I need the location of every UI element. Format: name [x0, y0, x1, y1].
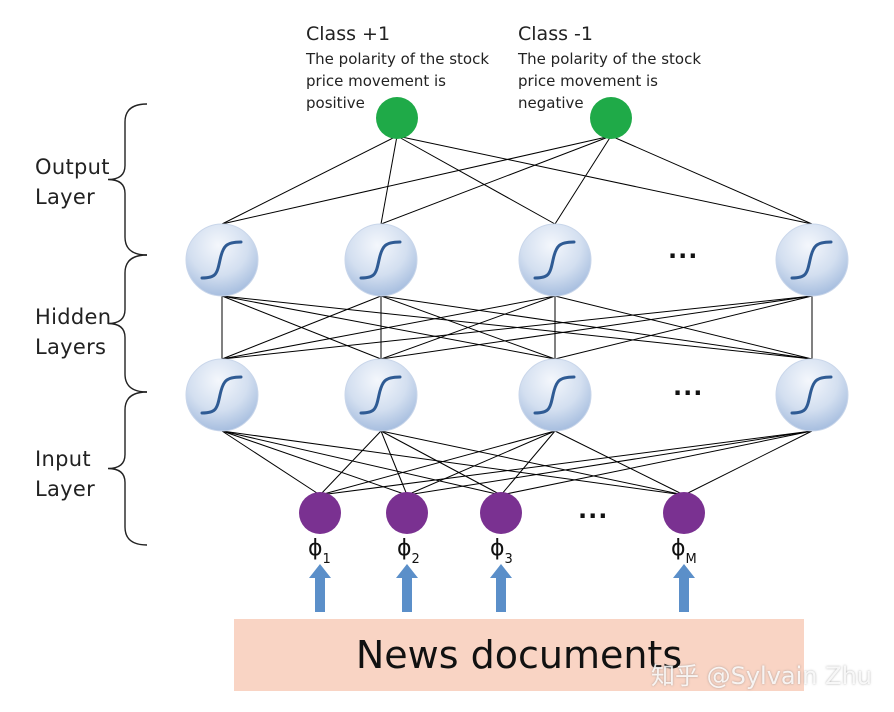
up-arrow-icon-2: [396, 564, 418, 612]
news-documents-box: News documents: [234, 619, 804, 691]
hidden1-node-2-sigmoid-icon: [359, 240, 402, 280]
up-arrow-icon-1: [309, 564, 331, 612]
edge-output1-hidden1-3: [396, 135, 556, 225]
input-node-1: [299, 492, 341, 534]
input-node-2: [386, 492, 428, 534]
hidden-layers-label: Hidden Layers: [35, 305, 112, 359]
hidden2-node-1: [185, 358, 259, 432]
edge-hidden1-4-hidden2-2: [380, 295, 813, 360]
edge-hidden2-2-input-4: [380, 430, 685, 496]
output-layer-brace: [107, 103, 148, 256]
edge-output1-hidden1-2: [380, 135, 398, 225]
edge-hidden2-1-input-1: [221, 430, 321, 496]
hidden1-node-1: [185, 223, 259, 297]
edge-hidden2-4-input-4: [683, 430, 813, 496]
up-arrow-icon-4: [673, 564, 695, 612]
feature-label-m: ϕM: [671, 536, 697, 568]
edge-output1-hidden1-4: [396, 135, 813, 225]
news-documents-label: News documents: [355, 633, 683, 677]
input-node-3: [480, 492, 522, 534]
watermark: 知乎 @Sylvain Zhu: [650, 662, 872, 690]
edge-hidden2-1-input-4: [221, 430, 685, 496]
edge-hidden2-2-input-3: [380, 430, 502, 496]
edge-hidden1-4-hidden2-1: [221, 295, 813, 360]
hidden-layer-2-ellipsis: ...: [673, 373, 704, 401]
edge-output2-hidden1-4: [610, 135, 813, 225]
edge-hidden2-3-input-3: [500, 430, 556, 496]
hidden-layers-brace: [107, 254, 148, 393]
edge-output2-hidden1-1: [221, 135, 612, 225]
input-node-4: [663, 492, 705, 534]
network-edges: [221, 135, 813, 496]
hidden2-node-2-sigmoid-icon: [359, 375, 402, 415]
input-arrows: [309, 564, 695, 612]
hidden1-node-4: [775, 223, 849, 297]
feature-label-1: ϕ1: [308, 536, 331, 568]
edge-hidden2-1-input-2: [221, 430, 408, 496]
edge-output2-hidden1-2: [380, 135, 612, 225]
network-nodes: [185, 97, 849, 534]
edge-hidden2-3-input-2: [406, 430, 556, 496]
edge-hidden2-4-input-1: [319, 430, 813, 496]
class-negative-description: The polarity of the stock price movement…: [518, 50, 702, 112]
edge-hidden1-2-hidden2-1: [221, 295, 382, 360]
edge-hidden2-2-input-1: [319, 430, 382, 496]
edge-hidden1-3-hidden2-2: [380, 295, 556, 360]
input-layer-brace: [107, 391, 148, 546]
layer-braces: [107, 103, 148, 546]
up-arrow-icon-3: [490, 564, 512, 612]
edge-hidden2-4-input-2: [406, 430, 813, 496]
input-layer-label: Input Layer: [35, 447, 96, 501]
input-layer-ellipsis: ...: [578, 496, 609, 524]
edge-hidden2-4-input-3: [500, 430, 813, 496]
hidden2-node-4: [775, 358, 849, 432]
output-node-1: [376, 97, 418, 139]
edge-hidden2-3-input-1: [319, 430, 556, 496]
output-layer-label: Output Layer: [35, 155, 110, 209]
hidden1-node-1-sigmoid-icon: [200, 240, 243, 280]
class-positive-title: Class +1: [306, 23, 391, 45]
hidden2-node-2: [344, 358, 418, 432]
hidden-layer-1-ellipsis: ...: [668, 236, 699, 264]
hidden2-node-3: [518, 358, 592, 432]
hidden1-node-2: [344, 223, 418, 297]
edge-output1-hidden1-1: [221, 135, 398, 225]
edge-hidden1-3-hidden2-1: [221, 295, 556, 360]
edge-hidden2-1-input-3: [221, 430, 502, 496]
edge-output2-hidden1-3: [554, 135, 612, 225]
hidden1-node-3-sigmoid-icon: [533, 240, 576, 280]
hidden2-node-3-sigmoid-icon: [533, 375, 576, 415]
hidden1-node-3: [518, 223, 592, 297]
hidden2-node-1-sigmoid-icon: [200, 375, 243, 415]
edge-hidden2-3-input-4: [554, 430, 685, 496]
feature-label-3: ϕ3: [490, 536, 513, 568]
edge-hidden1-4-hidden2-3: [554, 295, 813, 360]
hidden1-node-4-sigmoid-icon: [790, 240, 833, 280]
feature-label-2: ϕ2: [397, 536, 420, 568]
output-node-2: [590, 97, 632, 139]
hidden2-node-4-sigmoid-icon: [790, 375, 833, 415]
class-positive-description: The polarity of the stock price movement…: [306, 50, 490, 112]
class-negative-title: Class -1: [518, 23, 593, 45]
